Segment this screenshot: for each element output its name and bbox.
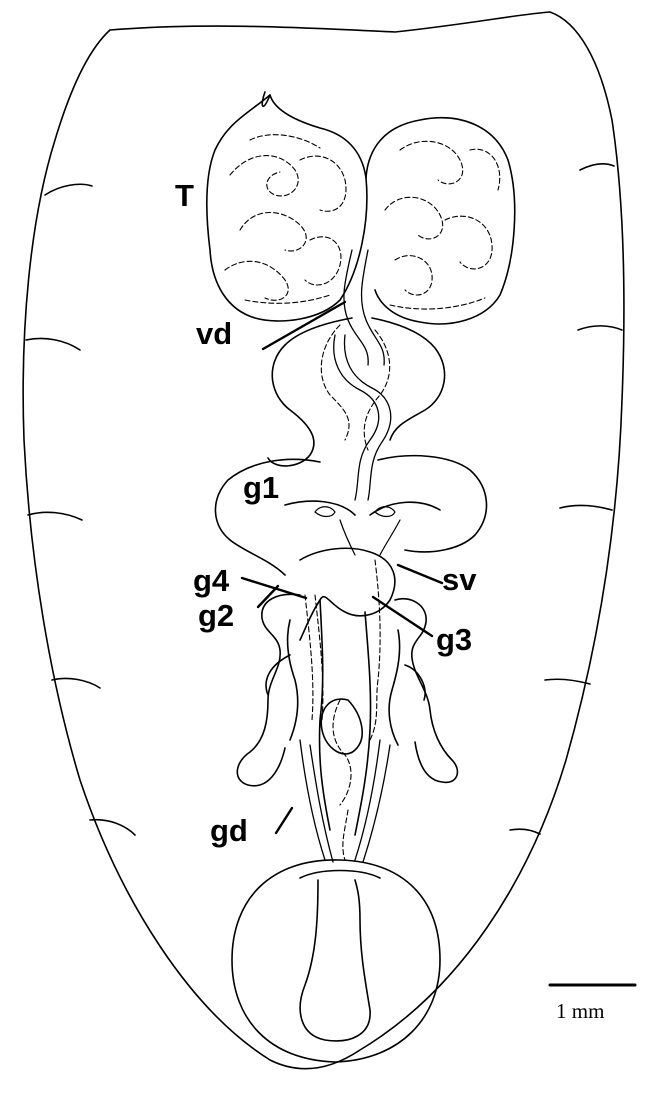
gland-1-upper-right (372, 318, 445, 440)
genital-duct-dashed (305, 560, 380, 860)
segment-line (510, 829, 540, 834)
segment-line (26, 338, 80, 350)
segment-line (578, 326, 622, 330)
gland-3-inner (389, 630, 399, 745)
segment-line (580, 164, 614, 170)
gland-1-inner-right (370, 502, 440, 515)
vas-deferens (334, 250, 391, 500)
leader-line-g4 (242, 578, 306, 598)
terminal-organ-inner (300, 880, 370, 1041)
segment-line (28, 512, 82, 520)
testis-tubules-left (225, 135, 346, 304)
terminal-organ-top (300, 871, 380, 879)
segment-line (45, 184, 92, 195)
central-duct (319, 600, 330, 830)
scale-bar-label: 1 mm (556, 1001, 604, 1022)
label-seminal-vesicle: sv (442, 564, 476, 595)
leader-line-g3 (373, 597, 432, 636)
label-vas-deferens: vd (196, 318, 232, 349)
label-genital-duct: gd (210, 815, 248, 846)
seminal-vesicle (300, 548, 395, 640)
testis-left (207, 95, 367, 321)
label-testis: T (175, 180, 194, 211)
g1-branches (315, 507, 400, 555)
gland-3-finger (405, 665, 425, 700)
label-gland-4: g4 (193, 565, 229, 596)
body-outline (23, 12, 624, 1069)
genital-ducts (300, 740, 390, 862)
gland-2 (237, 594, 300, 785)
segment-line (545, 679, 590, 684)
segment-line (560, 506, 612, 510)
label-gland-1: g1 (243, 472, 279, 503)
label-gland-2: g2 (198, 600, 234, 631)
leader-line-gd (276, 808, 292, 833)
duct-loop (321, 699, 362, 754)
central-duct-right (355, 612, 371, 835)
gland-2-inner (288, 620, 298, 740)
leader-line-sv (398, 565, 442, 583)
testis-right (366, 118, 515, 324)
label-gland-3: g3 (436, 624, 472, 655)
testis-tubules-right (385, 141, 500, 309)
segment-line (52, 678, 100, 688)
terminal-organ (232, 860, 440, 1062)
leader-line-vd (263, 302, 345, 349)
